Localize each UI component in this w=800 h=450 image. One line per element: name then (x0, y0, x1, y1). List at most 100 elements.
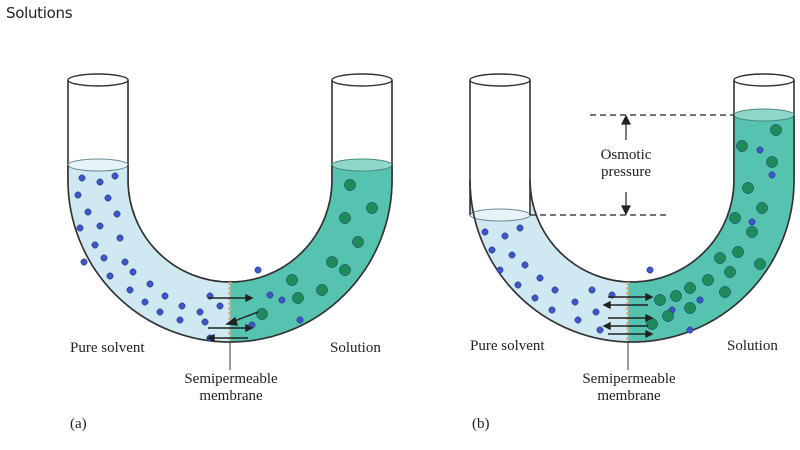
solute-particle (344, 179, 356, 191)
solvent-particle (116, 234, 124, 242)
solvent-particle (178, 302, 186, 310)
osmotic-pressure-label-line2: pressure (601, 164, 651, 180)
solvent-particle (96, 222, 104, 230)
flow-arrow (225, 311, 259, 326)
solution-b-surface (733, 108, 795, 122)
solvent-particle (481, 228, 489, 236)
solvent-particle (278, 296, 286, 304)
solute-particle (684, 302, 696, 314)
solute-particle (714, 252, 726, 264)
flow-arrow (608, 292, 654, 302)
membrane-label-b: Semipermeable membrane (574, 371, 684, 405)
osmotic-pressure-marker (530, 114, 734, 216)
solute-particle (256, 308, 268, 320)
solute-particle (339, 264, 351, 276)
solute-particle (736, 140, 748, 152)
solvent-a-surface (67, 158, 129, 172)
solvent-particle (84, 208, 92, 216)
solvent-particle (571, 298, 579, 306)
tube-a-left-mouth (67, 73, 129, 87)
tube-b-left-mouth (469, 73, 531, 87)
solvent-particle (596, 326, 604, 334)
panel-a-particles (74, 172, 378, 342)
panel-a-arrows (206, 293, 259, 343)
tube-a-right-mouth (331, 73, 393, 87)
solvent-particle (531, 294, 539, 302)
solute-particle (724, 266, 736, 278)
membrane-label-a-line1: Semipermeable (184, 371, 278, 387)
solute-particle (662, 310, 674, 322)
caption-a: (a) (70, 416, 87, 432)
solvent-particle (296, 316, 304, 324)
solvent-particle (521, 261, 529, 269)
solvent-particle (129, 268, 137, 276)
osmotic-pressure-label: Osmotic pressure (588, 147, 664, 181)
solute-particle (702, 274, 714, 286)
solvent-particle (126, 286, 134, 294)
solvent-particle (78, 174, 86, 182)
solvent-particle (196, 308, 204, 316)
solvent-particle (201, 318, 209, 326)
solvent-particle (254, 266, 262, 274)
solvent-particle (74, 191, 82, 199)
solvent-particle (266, 291, 274, 299)
solvent-particle (121, 258, 129, 266)
solute-particle (729, 212, 741, 224)
solvent-particle (100, 254, 108, 262)
solvent-particle (768, 171, 776, 179)
solvent-b-surface (469, 208, 531, 222)
solute-particle (316, 284, 328, 296)
caption-b: (b) (472, 416, 490, 432)
solvent-particle (501, 232, 509, 240)
solvent-particle (646, 266, 654, 274)
solute-particle (654, 294, 666, 306)
solvent-particle (104, 194, 112, 202)
solvent-particle (488, 246, 496, 254)
solvent-particle (756, 146, 764, 154)
solvent-particle (748, 218, 756, 226)
tube-b-right-mouth (733, 73, 795, 87)
flow-arrow (608, 329, 654, 339)
solute-particle (756, 202, 768, 214)
solvent-particle (141, 298, 149, 306)
osmotic-pressure-label-line1: Osmotic (600, 147, 652, 163)
solvent-particle (76, 224, 84, 232)
solute-particle (766, 156, 778, 168)
solvent-particle (696, 296, 704, 304)
solvent-particle (536, 274, 544, 282)
solute-particle (746, 226, 758, 238)
solution-a-surface (331, 158, 393, 172)
flow-arrow (206, 333, 248, 343)
solvent-particle (592, 308, 600, 316)
solvent-particle (113, 210, 121, 218)
solute-particle (670, 290, 682, 302)
solvent-particle (161, 292, 169, 300)
flow-arrow (602, 321, 648, 331)
membrane-label-b-line1: Semipermeable (582, 371, 676, 387)
solute-particle (366, 202, 378, 214)
solute-particle (326, 256, 338, 268)
solvent-particle (548, 306, 556, 314)
solute-particle (352, 236, 364, 248)
solution-a-fill (230, 165, 392, 342)
solution-label-a: Solution (330, 340, 381, 356)
membrane-label-a: Semipermeable membrane (176, 371, 286, 405)
solvent-particle (686, 326, 694, 334)
flow-arrow (602, 300, 648, 310)
solute-particle (292, 292, 304, 304)
solute-particle (719, 286, 731, 298)
membrane-label-a-line2: membrane (199, 388, 263, 404)
panel-b-arrows (602, 292, 654, 339)
solvent-particle (156, 308, 164, 316)
solvent-particle (146, 280, 154, 288)
pure-solvent-label-a: Pure solvent (70, 340, 145, 356)
solvent-particle (574, 316, 582, 324)
solvent-particle (176, 316, 184, 324)
solvent-particle (551, 286, 559, 294)
solvent-particle (91, 241, 99, 249)
solvent-particle (106, 272, 114, 280)
solvent-particle (96, 178, 104, 186)
solvent-particle (496, 266, 504, 274)
